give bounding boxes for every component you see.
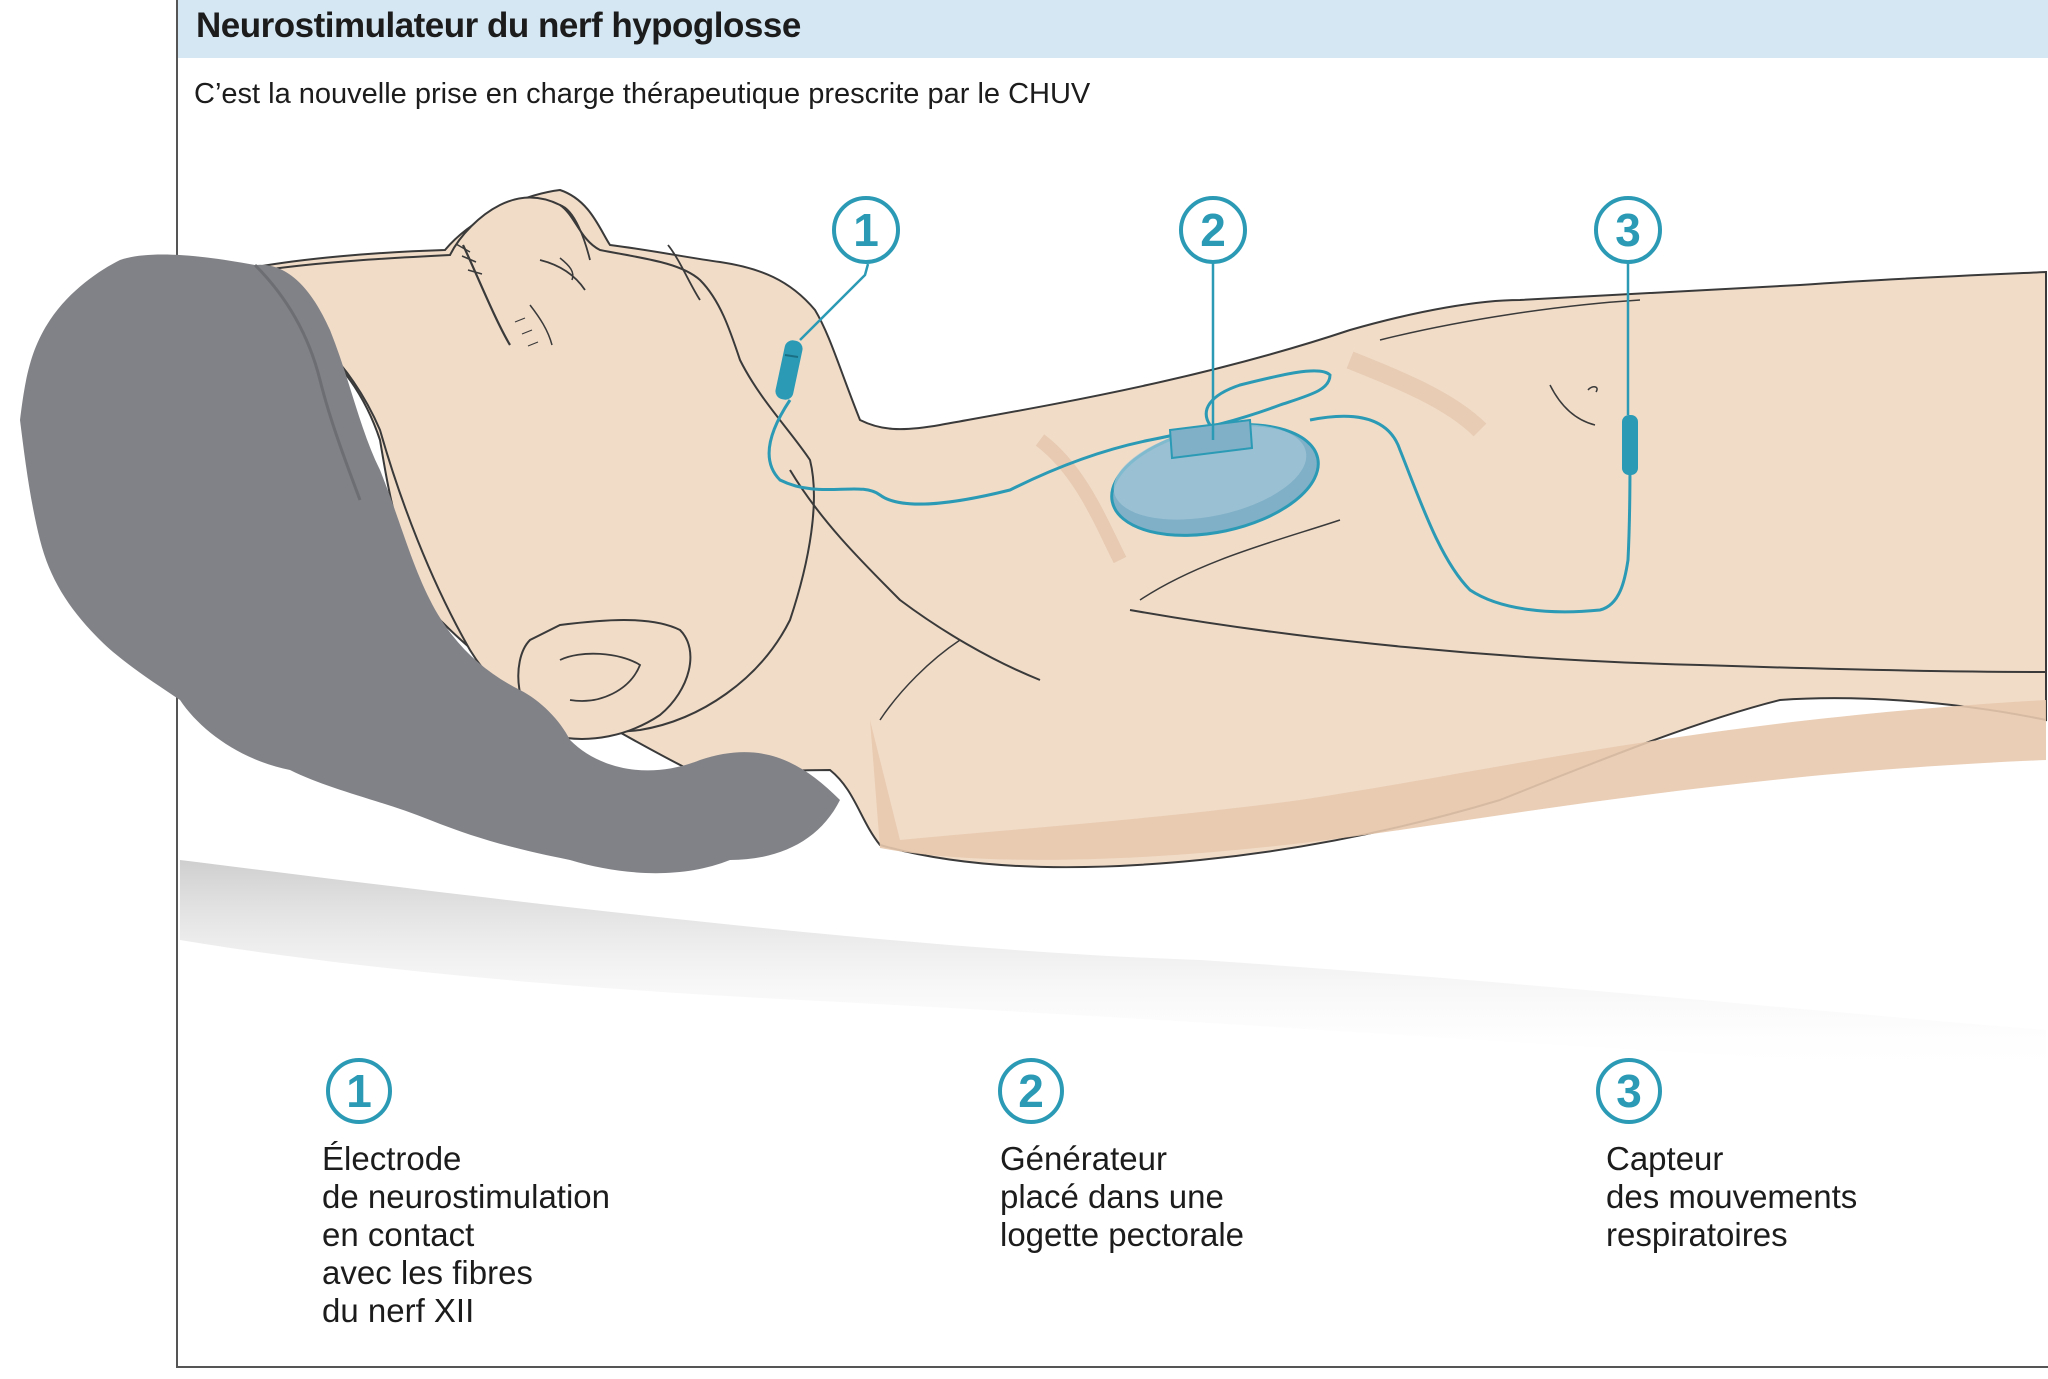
callout-leaders xyxy=(799,262,1630,440)
head xyxy=(264,196,815,740)
callout-1: 1 xyxy=(832,196,900,264)
legend-3-text: Capteur des mouvements respiratoires xyxy=(1606,1140,1858,1253)
legend-2-text: Générateur placé dans une logette pector… xyxy=(1000,1140,1245,1253)
callout-1-number: 1 xyxy=(853,204,879,256)
neck-lines xyxy=(789,469,1041,681)
legend-1-text: Électrode de neurostimulation en contact… xyxy=(322,1140,611,1329)
stimulator-wires xyxy=(767,369,1632,614)
electrode xyxy=(775,340,803,400)
callout-2: 2 xyxy=(1179,196,1247,264)
legend-1-number: 1 xyxy=(326,1058,392,1124)
hair xyxy=(20,254,840,874)
generator-device xyxy=(1110,418,1320,537)
page-title: Neurostimulateur du nerf hypoglosse xyxy=(196,6,801,45)
legend-3-number: 3 xyxy=(1596,1058,1662,1124)
callout-3-number: 3 xyxy=(1615,204,1641,256)
title-bar xyxy=(178,0,2048,58)
page-subtitle: C’est la nouvelle prise en charge thérap… xyxy=(194,78,1091,110)
callout-2-number: 2 xyxy=(1200,204,1226,256)
sensor xyxy=(1622,415,1638,475)
callout-3: 3 xyxy=(1594,196,1662,264)
floor-shadow xyxy=(180,860,2046,1075)
legend-2-number: 2 xyxy=(998,1058,1064,1124)
